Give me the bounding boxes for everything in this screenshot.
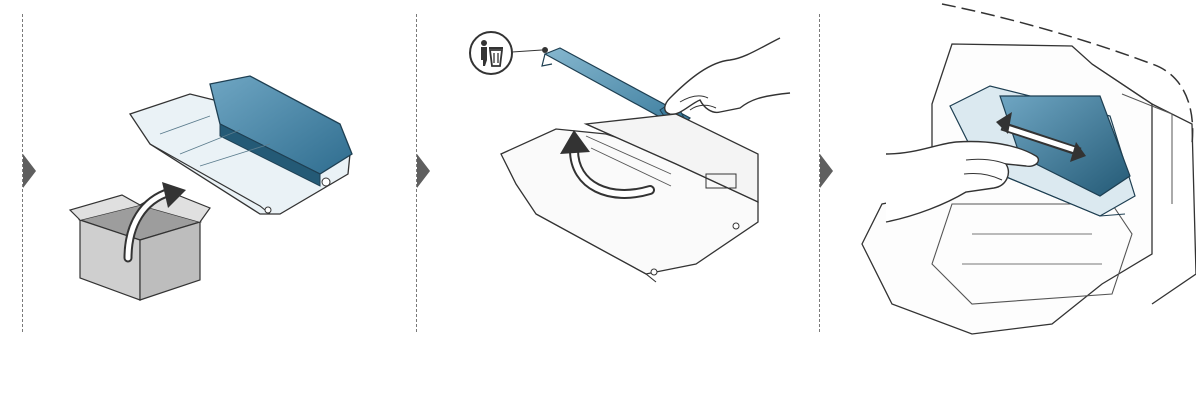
step-3-marker-arrow (820, 154, 833, 188)
trash-icon (468, 30, 514, 76)
curved-arrow-icon (118, 180, 188, 260)
curved-arrow-icon (560, 130, 660, 210)
step-1-panel (0, 0, 400, 401)
step-2-marker-arrow (417, 154, 430, 188)
step-2-panel (400, 0, 800, 401)
double-arrow-icon (996, 112, 1086, 162)
step-3-panel (800, 0, 1196, 401)
step-1-marker-arrow (23, 154, 36, 188)
